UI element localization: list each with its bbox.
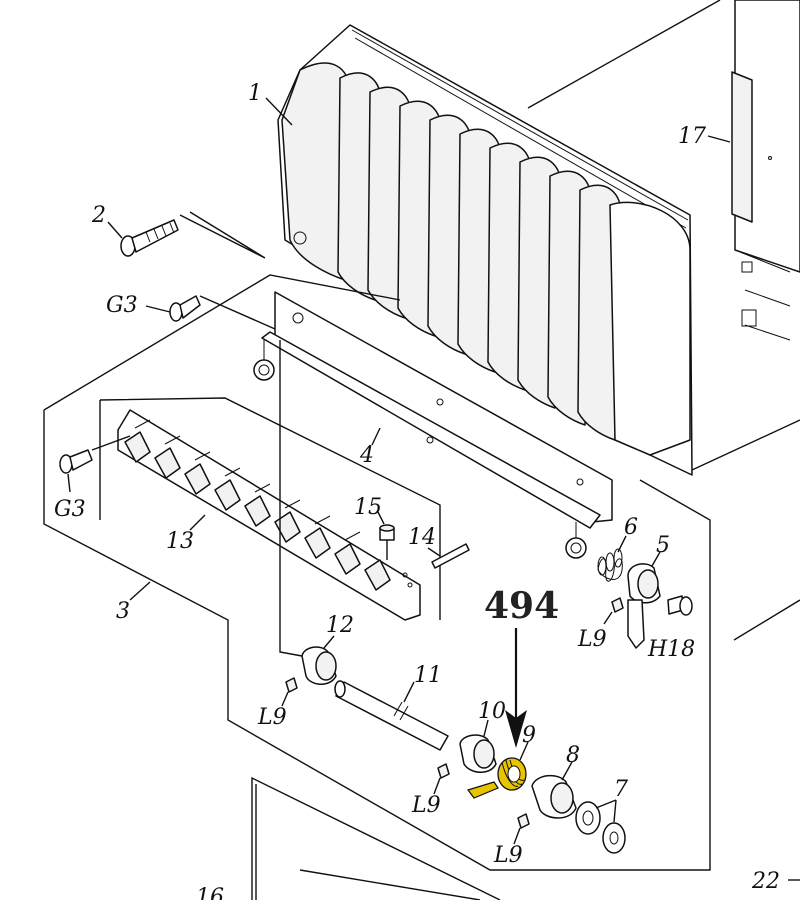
label-part-7: 7 <box>614 777 628 802</box>
setscrew-l9-a <box>611 597 624 613</box>
label-part-22: 22 <box>751 869 780 894</box>
callout-494: 494 <box>484 585 559 748</box>
pin-part-14 <box>431 543 470 569</box>
washers-part-7 <box>575 801 626 854</box>
box-part-16 <box>251 776 501 900</box>
ribbed-housing-part-1 <box>277 24 772 476</box>
leader-g3-upper <box>145 305 171 313</box>
leader-14 <box>427 547 441 557</box>
label-part-14: 14 <box>408 525 436 550</box>
leader-13 <box>189 514 206 531</box>
plate-part-4 <box>253 291 613 559</box>
leader-11 <box>403 681 415 703</box>
spring-part-6 <box>597 548 623 582</box>
label-part-15: 15 <box>354 495 382 520</box>
leader-8 <box>561 761 573 781</box>
leader-4 <box>371 427 381 446</box>
label-part-9: 9 <box>522 723 536 748</box>
callout-number: 494 <box>484 585 559 627</box>
leader-10 <box>483 719 489 737</box>
callout-arrow-head <box>505 710 527 748</box>
leader-6 <box>617 535 627 553</box>
label-g3-lower: G3 <box>54 497 86 522</box>
leader-17 <box>707 135 731 143</box>
leader-9 <box>519 741 529 761</box>
shaft-part-11 <box>334 680 449 751</box>
setscrew-l9-b <box>285 677 298 693</box>
leader-2 <box>107 221 123 239</box>
label-part-4: 4 <box>359 443 374 468</box>
leader-3 <box>129 581 151 601</box>
collar-part-5 <box>627 563 661 649</box>
leader-15 <box>377 511 385 525</box>
label-l9-a: L9 <box>577 627 607 652</box>
label-part-16: 16 <box>196 885 224 900</box>
plug-part-15 <box>379 524 395 541</box>
label-part-8: 8 <box>566 743 580 768</box>
torsion-spring-arm <box>467 781 499 799</box>
label-part-12: 12 <box>326 613 354 638</box>
label-part-17: 17 <box>678 124 706 149</box>
screw-g3-lower <box>59 449 93 474</box>
assembly-outline-part-3 <box>43 274 711 871</box>
leader-7 <box>595 799 617 823</box>
collar-part-10 <box>459 734 497 773</box>
label-part-2: 2 <box>91 203 106 228</box>
housing-ribs <box>281 62 691 456</box>
label-l9-b: L9 <box>257 705 287 730</box>
screw-h18 <box>667 595 693 616</box>
torsion-spring-part-9 <box>467 757 527 799</box>
label-part-1: 1 <box>248 81 262 106</box>
label-part-5: 5 <box>656 533 670 558</box>
label-part-6: 6 <box>624 515 638 540</box>
label-part-10: 10 <box>478 699 506 724</box>
collar-part-8 <box>531 774 577 819</box>
comb-teeth <box>124 431 391 591</box>
setscrew-l9-d <box>517 813 530 829</box>
screw-part-2 <box>120 219 179 257</box>
label-part-13: 13 <box>166 529 194 554</box>
screw-g3-upper <box>169 295 201 322</box>
label-part-3: 3 <box>116 599 130 624</box>
leader-g3-lower <box>67 473 71 493</box>
leader-1 <box>265 97 293 126</box>
leader-5 <box>651 551 661 567</box>
leader-12 <box>323 635 335 649</box>
label-h18: H18 <box>647 637 695 662</box>
setscrew-l9-c <box>437 763 450 779</box>
label-part-11: 11 <box>414 663 442 688</box>
label-l9-c: L9 <box>411 793 441 818</box>
label-l9-d: L9 <box>493 843 523 868</box>
label-g3-upper: G3 <box>106 293 138 318</box>
comb-bracket-part-13 <box>99 397 441 621</box>
frame-panel-right <box>527 0 800 641</box>
collar-part-12 <box>301 646 337 685</box>
